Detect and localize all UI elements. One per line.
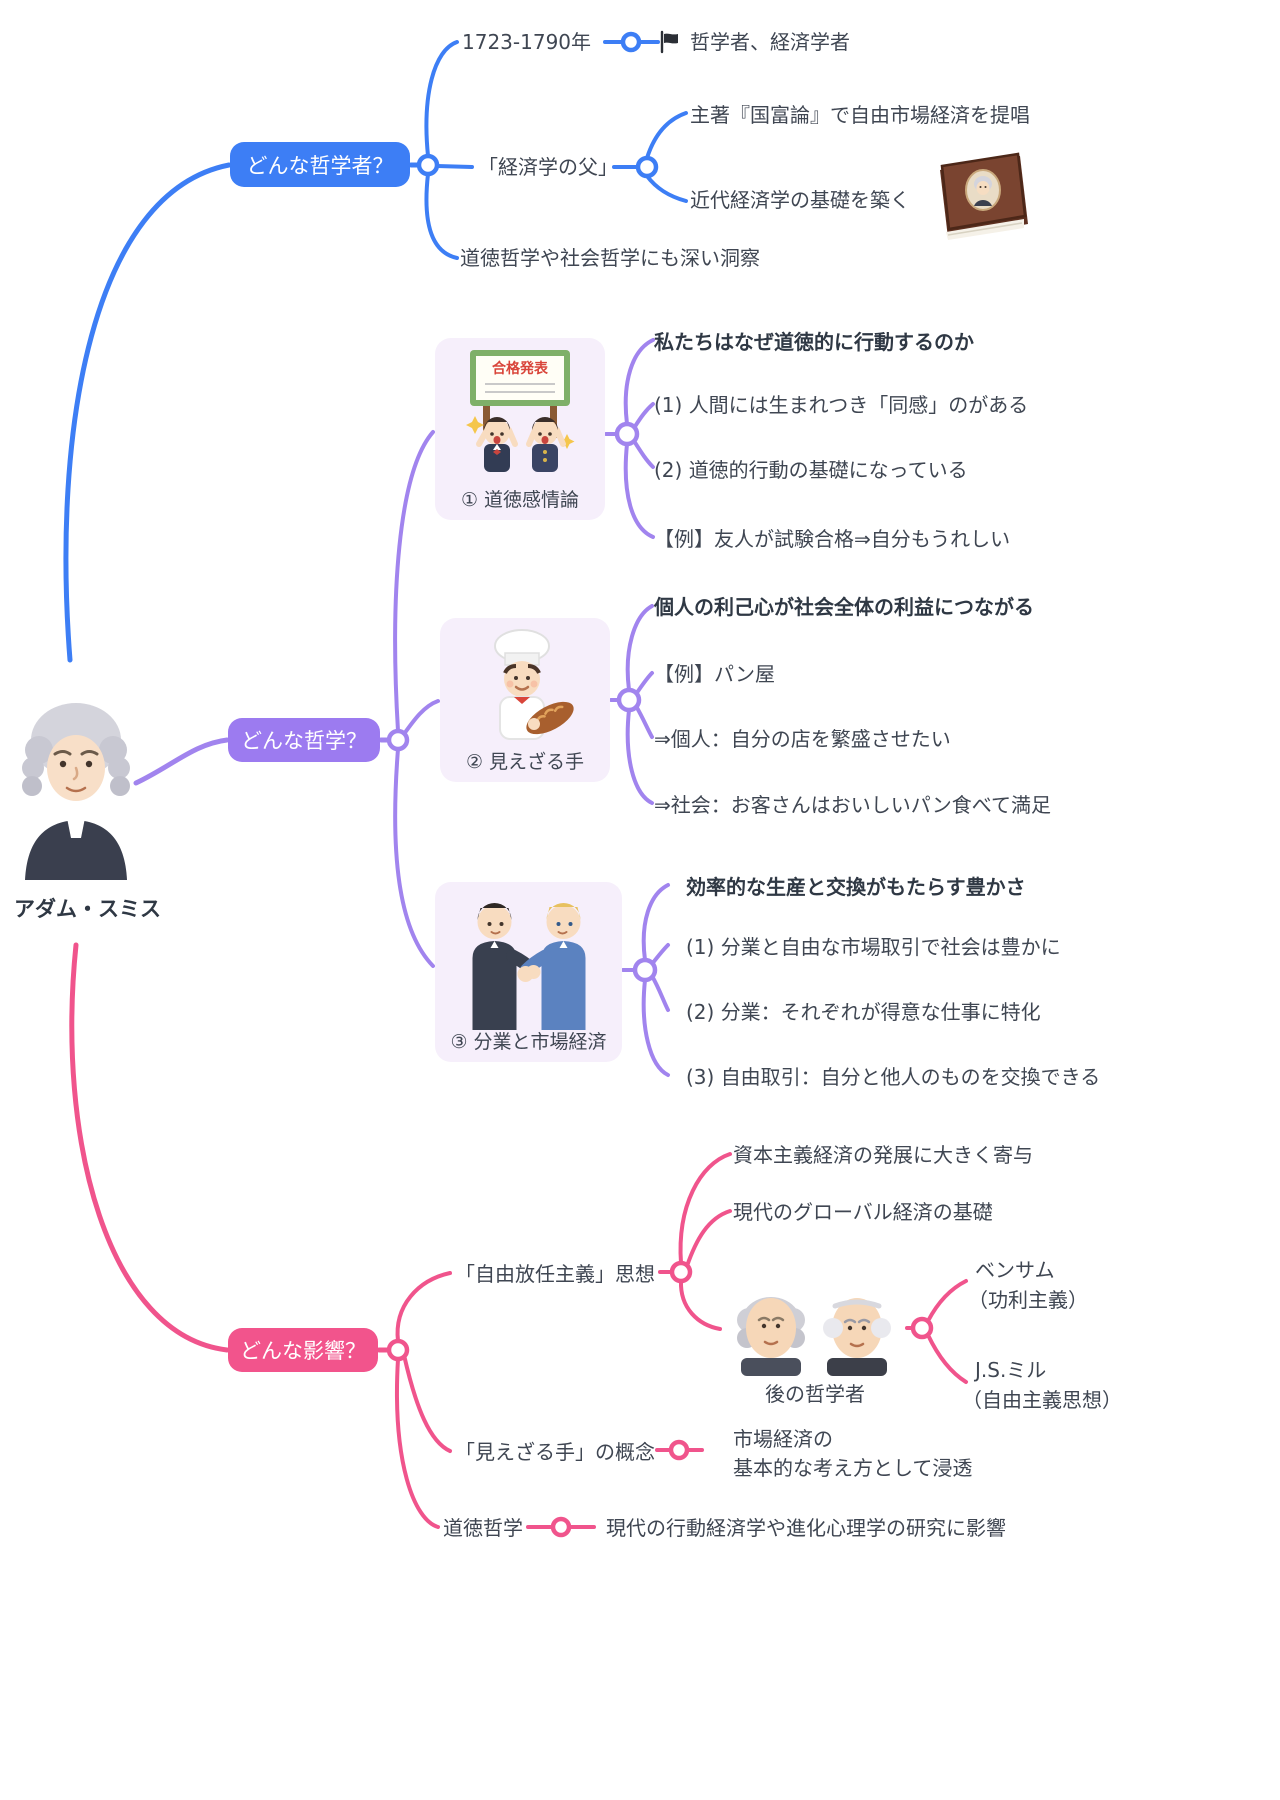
baker-illustration (494, 629, 574, 740)
node-bentham-school: （功利主義） (968, 1288, 1088, 1312)
card-label-division-of-labor: ③ 分業と市場経済 (450, 1031, 607, 1053)
node-sympathy-innate[interactable]: (1) 人間には生まれつき「同感」のがある (654, 393, 1029, 417)
node-invisible-hand-concept[interactable]: 「見えざる手」の概念 (455, 1440, 655, 1464)
node-lifespan[interactable]: 1723-1790年 (462, 30, 592, 54)
node-moral-question[interactable]: 私たちはなぜ道徳的に行動するのか (654, 330, 974, 354)
node-modern-economics[interactable]: 近代経済学の基礎を築く (690, 188, 910, 212)
node-society-benefit[interactable]: ⇒社会：お客さんはおいしいパン食べて満足 (654, 793, 1051, 817)
card-division-of-labor[interactable]: ③ 分業と市場経済 (435, 882, 622, 1062)
node-mill-school: （自由主義思想） (962, 1388, 1122, 1412)
node-behavioral-economics[interactable]: 現代の行動経済学や進化心理学の研究に影響 (606, 1516, 1006, 1540)
node-individual-motive[interactable]: ⇒個人：自分の店を繁盛させたい (654, 727, 951, 751)
node-mill-name[interactable]: J.S.ミル (975, 1358, 1047, 1382)
branch-node-influence[interactable]: どんな影響？ (228, 1328, 378, 1372)
adam-smith-portrait (22, 703, 130, 880)
flag-icon (660, 30, 678, 54)
node-roles[interactable]: 哲学者、経済学者 (690, 30, 850, 54)
node-market-economy-line1[interactable]: 市場経済の (733, 1427, 833, 1451)
node-wealth-of-nations[interactable]: 主著『国富論』で自由市場経済を提唱 (690, 103, 1030, 127)
root-node-label[interactable]: アダム・スミス (14, 897, 161, 921)
node-bakery-example[interactable]: 【例】パン屋 (654, 662, 775, 686)
wealth-of-nations-book-icon (940, 152, 1028, 240)
node-division-market[interactable]: (1) 分業と自由な市場取引で社会は豊かに (686, 935, 1061, 959)
branch-node-philosophy[interactable]: どんな哲学？ (228, 718, 380, 762)
node-father-of-economics[interactable]: 「経済学の父」 (478, 155, 618, 179)
node-capitalism-growth[interactable]: 資本主義経済の発展に大きく寄与 (733, 1143, 1033, 1167)
node-moral-philosophy[interactable]: 道徳哲学 (443, 1516, 523, 1540)
card-invisible-hand[interactable]: ② 見えざる手 (440, 618, 610, 782)
node-bentham-name[interactable]: ベンサム (975, 1258, 1055, 1282)
node-free-trade[interactable]: (3) 自由取引：自分と他人のものを交換できる (686, 1065, 1101, 1089)
handshake-illustration (472, 903, 585, 1030)
node-self-interest[interactable]: 個人の利己心が社会全体の利益につながる (654, 595, 1034, 619)
svg-text:合格発表: 合格発表 (492, 360, 549, 377)
node-global-economy[interactable]: 現代のグローバル経済の基礎 (733, 1200, 993, 1224)
node-efficient-production[interactable]: 効率的な生産と交換がもたらす豊かさ (686, 875, 1026, 899)
node-market-economy-line2[interactable]: 基本的な考え方として浸透 (733, 1456, 973, 1480)
card-label-moral-sentiments: ① 道徳感情論 (460, 489, 580, 511)
node-exam-example[interactable]: 【例】友人が試験合格⇒自分もうれしい (654, 527, 1011, 551)
node-specialization[interactable]: (2) 分業：それぞれが得意な仕事に特化 (686, 1000, 1041, 1024)
node-moral-insight[interactable]: 道徳哲学や社会哲学にも深い洞察 (460, 246, 760, 270)
node-moral-basis[interactable]: (2) 道徳的行動の基礎になっている (654, 458, 968, 482)
students-celebrating-illustration: 合格発表 (466, 350, 575, 472)
later-philosophers-caption: 後の哲学者 (765, 1382, 865, 1406)
card-moral-sentiments[interactable]: 合格発表 ① 道徳感情論 (435, 338, 605, 520)
branch-node-philosopher[interactable]: どんな哲学者？ (230, 142, 410, 187)
later-philosophers-illustration (737, 1296, 891, 1376)
card-label-invisible-hand: ② 見えざる手 (465, 751, 585, 773)
node-laissez-faire[interactable]: 「自由放任主義」思想 (455, 1262, 655, 1286)
